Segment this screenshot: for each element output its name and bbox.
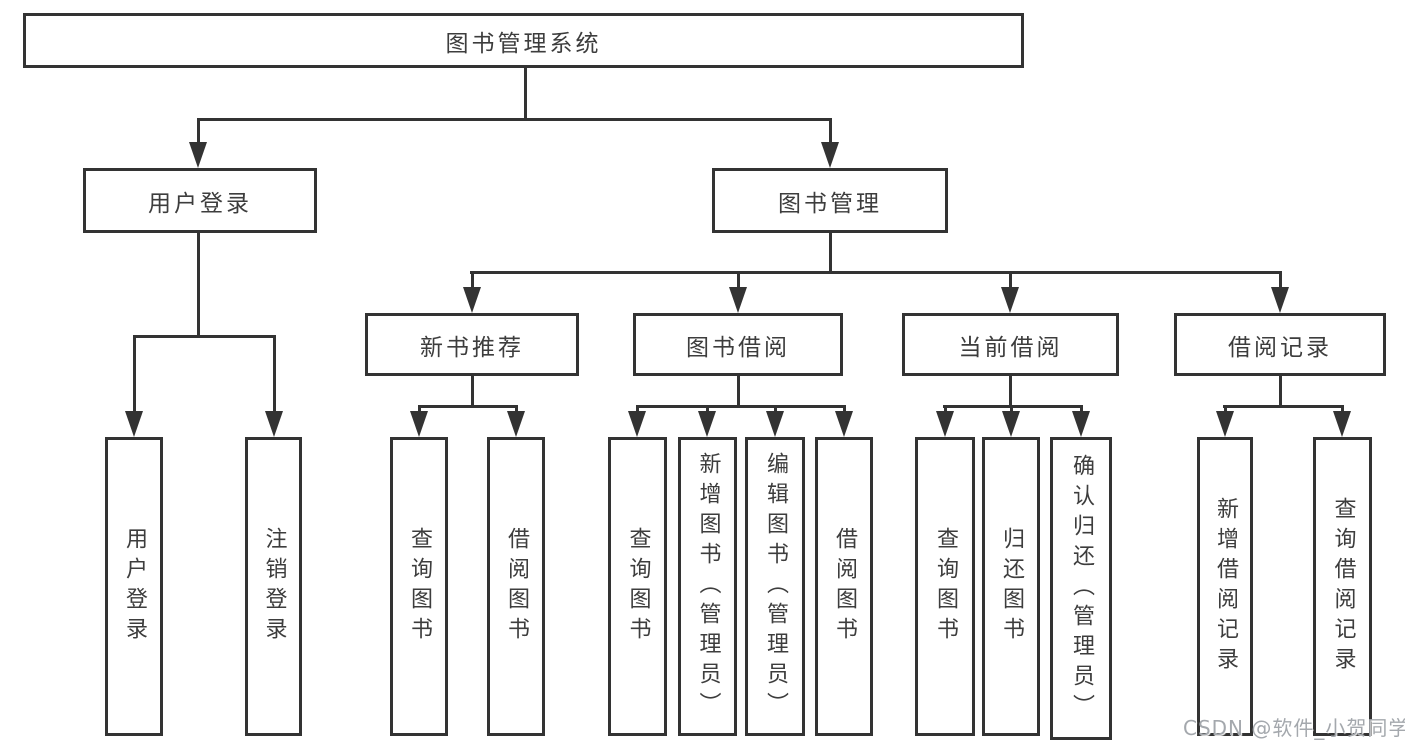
arrow-down-icon [507, 411, 525, 437]
node-leaf-confirm-return-admin: 确认归还（管理员） [1050, 437, 1112, 740]
arrow-down-icon [628, 411, 646, 437]
watermark: CSDN @软件_小贺同学 [1183, 716, 1405, 740]
connector-bar [197, 117, 831, 121]
node-leaf-query-borrow-record: 查询借阅记录 [1313, 437, 1372, 736]
connector-stem [736, 376, 740, 407]
node-library-management-system: 图书管理系统 [23, 13, 1024, 68]
node-leaf-borrow-book: 借阅图书 [815, 437, 873, 736]
node-borrowing-records: 借阅记录 [1174, 313, 1386, 376]
connector-bar [1223, 404, 1343, 408]
connector-stem [1008, 376, 1012, 407]
node-leaf-query-book-cur: 查询图书 [915, 437, 975, 736]
arrow-down-icon [1216, 411, 1234, 437]
node-leaf-user-login: 用户登录 [105, 437, 163, 736]
connector-stem [828, 233, 832, 274]
node-book-management: 图书管理 [712, 168, 948, 233]
arrow-down-icon [410, 411, 428, 437]
arrow-down-icon [1333, 411, 1351, 437]
connector-stem [272, 335, 276, 415]
connector-stem [196, 118, 200, 146]
connector-stem [132, 335, 136, 415]
connector-stem [635, 405, 639, 415]
connector-stem [1008, 271, 1012, 291]
connector-stem [417, 405, 421, 415]
connector-stem [523, 68, 527, 120]
arrow-down-icon [698, 411, 716, 437]
connector-stem [1340, 405, 1344, 415]
node-leaf-return-book: 归还图书 [982, 437, 1040, 736]
connector-stem [943, 405, 947, 415]
node-leaf-add-book-admin: 新增图书（管理员） [678, 437, 737, 736]
arrow-down-icon [835, 411, 853, 437]
arrow-down-icon [1271, 287, 1289, 313]
connector-bar [943, 404, 1082, 408]
arrow-down-icon [936, 411, 954, 437]
arrow-down-icon [766, 411, 784, 437]
connector-stem [1278, 376, 1282, 407]
arrow-down-icon [729, 287, 747, 313]
connector-stem [1009, 405, 1013, 415]
node-leaf-query-book: 查询图书 [608, 437, 667, 736]
connector-stem [705, 405, 709, 415]
node-leaf-logout: 注销登录 [245, 437, 302, 736]
connector-stem [1223, 405, 1227, 415]
connector-bar [636, 404, 845, 408]
arrow-down-icon [125, 411, 143, 437]
connector-stem [828, 118, 832, 146]
connector-stem [514, 405, 518, 415]
node-book-borrowing: 图书借阅 [633, 313, 843, 376]
connector-bar [470, 270, 1281, 274]
node-leaf-borrow-book-rec: 借阅图书 [487, 437, 545, 736]
connector-stem [196, 233, 200, 336]
connector-bar [133, 334, 275, 338]
arrow-down-icon [189, 142, 207, 168]
node-user-login: 用户登录 [83, 168, 317, 233]
connector-stem [773, 405, 777, 415]
node-current-borrowing: 当前借阅 [902, 313, 1119, 376]
arrow-down-icon [463, 287, 481, 313]
connector-stem [470, 271, 474, 291]
arrow-down-icon [1001, 287, 1019, 313]
node-new-book-recommend: 新书推荐 [365, 313, 579, 376]
node-leaf-query-book-rec: 查询图书 [390, 437, 448, 736]
connector-stem [736, 271, 740, 291]
connector-bar [418, 404, 517, 408]
arrow-down-icon [1072, 411, 1090, 437]
arrow-down-icon [821, 142, 839, 168]
arrow-down-icon [1002, 411, 1020, 437]
connector-stem [1278, 271, 1282, 291]
node-leaf-add-borrow-record: 新增借阅记录 [1197, 437, 1253, 736]
arrow-down-icon [265, 411, 283, 437]
connector-stem [842, 405, 846, 415]
connector-stem [1079, 405, 1083, 415]
node-leaf-edit-book-admin: 编辑图书（管理员） [745, 437, 805, 736]
connector-stem [470, 376, 474, 407]
